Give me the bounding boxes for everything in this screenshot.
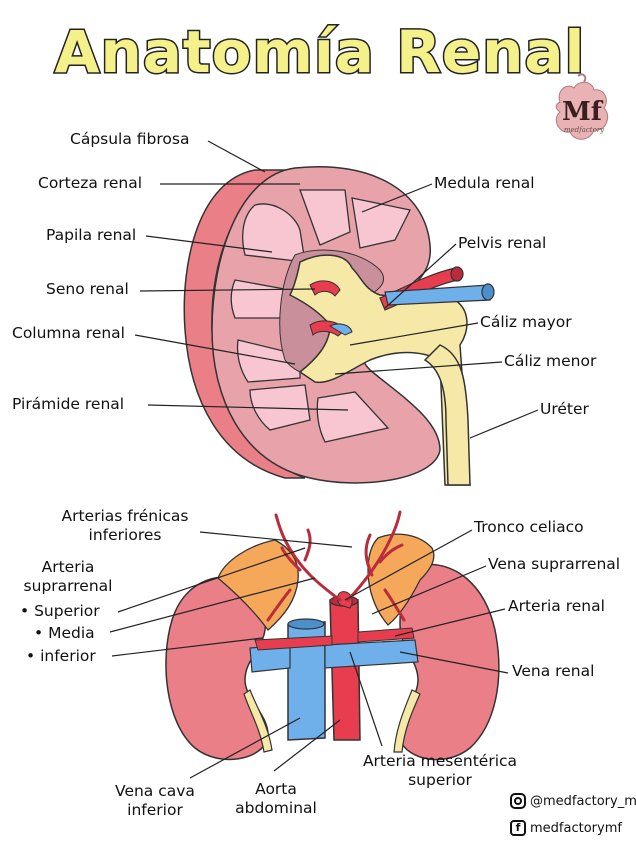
- pyramid-1: [299, 189, 351, 246]
- renal-pyramids: [230, 189, 411, 443]
- label-papila-renal: Papila renal: [46, 226, 137, 244]
- label-arteria-suprarrenal: Arteria suprarrenal: [12, 558, 124, 597]
- right-renal-artery: [357, 627, 415, 643]
- page-title: Anatomía Renal: [55, 18, 586, 86]
- label-vena-suprarrenal: Vena suprarrenal: [488, 555, 621, 573]
- label-arteria-suprarrenal-line2: suprarrenal: [23, 577, 113, 596]
- facebook-icon: f: [510, 820, 526, 836]
- label-suprarrenal-superior: • Superior: [20, 602, 100, 620]
- label-ureter: Uréter: [540, 400, 589, 418]
- left-renal-artery: [254, 635, 333, 651]
- label-arterias-frenicas-line2: inferiores: [88, 526, 162, 545]
- label-corteza-renal: Corteza renal: [38, 174, 143, 192]
- label-capsula-fibrosa: Cápsula fibrosa: [70, 130, 190, 148]
- label-vena-cava-line2: inferior: [127, 801, 183, 820]
- facebook-handle[interactable]: f medfactorymf: [510, 820, 622, 836]
- label-piramide-renal: Pirámide renal: [12, 395, 125, 413]
- right-ureter: [393, 689, 421, 753]
- label-vena-cava: Vena cava inferior: [110, 782, 200, 821]
- label-aorta-abdominal-line2: abdominal: [235, 799, 317, 818]
- label-aorta-abdominal: Aorta abdominal: [226, 780, 326, 819]
- label-tronco-celiaco: Tronco celiaco: [474, 518, 584, 536]
- logo-tagline: medfactory: [564, 126, 605, 134]
- right-renal-vein: [324, 639, 419, 669]
- label-vena-cava-line1: Vena cava: [115, 782, 195, 800]
- label-arteria-renal: Arteria renal: [508, 597, 605, 615]
- instagram-icon: [510, 793, 526, 809]
- ureter: [423, 344, 471, 486]
- pyramid-6: [249, 384, 311, 431]
- label-columna-renal: Columna renal: [12, 324, 125, 342]
- facebook-handle-text: medfactorymf: [530, 820, 622, 836]
- label-pelvis-renal: Pelvis renal: [458, 234, 547, 252]
- logo-monogram: Mf: [562, 97, 604, 127]
- page-title-graphic: Anatomía Renal: [53, 17, 586, 88]
- renal-pelvis: [288, 254, 471, 486]
- label-arterias-frenicas-line1: Arterias frénicas: [61, 507, 189, 525]
- label-arteria-suprarrenal-line1: Arteria: [41, 558, 95, 576]
- label-aorta-abdominal-line1: Aorta: [255, 780, 297, 798]
- label-arterias-frenicas: Arterias frénicas inferiores: [40, 507, 210, 546]
- label-arteria-mesenterica-line1: Arteria mesentérica: [362, 752, 518, 770]
- label-caliz-menor: Cáliz menor: [504, 352, 597, 370]
- label-medula-renal: Medula renal: [434, 174, 535, 192]
- instagram-handle[interactable]: @medfactory_mf: [510, 793, 636, 809]
- label-suprarrenal-inferior: • inferior: [26, 647, 96, 665]
- medfactory-logo: Mf medfactory: [555, 73, 609, 140]
- label-arteria-mesenterica: Arteria mesentérica superior: [350, 752, 530, 791]
- pyramid-7: [316, 391, 390, 443]
- label-seno-renal: Seno renal: [46, 280, 129, 298]
- label-arteria-mesenterica-line2: superior: [408, 771, 472, 790]
- sinus-vessels: [309, 280, 353, 337]
- label-suprarrenal-media: • Media: [34, 624, 95, 642]
- instagram-handle-text: @medfactory_mf: [530, 793, 636, 809]
- label-caliz-mayor: Cáliz mayor: [480, 313, 572, 331]
- pyramid-5: [236, 339, 301, 383]
- label-vena-renal: Vena renal: [512, 662, 595, 680]
